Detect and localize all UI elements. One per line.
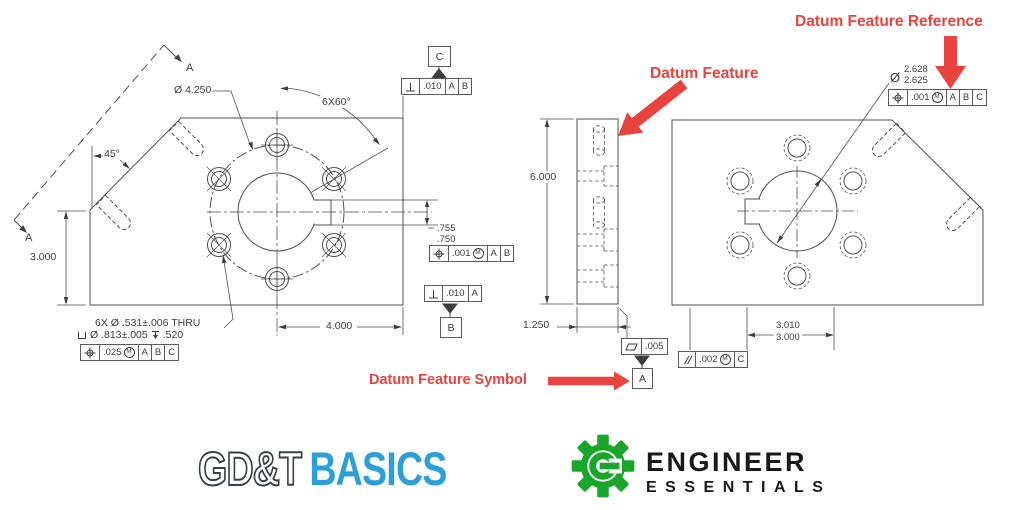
section-label-bottom: A (25, 232, 33, 244)
fcf-flatness: .005 (621, 338, 668, 355)
center-to-edge-dim: 4.000 (324, 320, 355, 332)
datum-flag-b: B (440, 317, 462, 338)
side-view-linework (540, 118, 631, 338)
depth-icon (151, 331, 159, 339)
annotation-arrows (548, 36, 966, 391)
mmc-modifier-icon: M (931, 92, 943, 103)
hole-angle-dim: 6X60° (320, 96, 353, 108)
position-icon (889, 90, 908, 105)
side-view-hidden-lines (577, 125, 618, 288)
back-chamfer-pins (872, 123, 980, 231)
symbol-arrow (548, 371, 630, 391)
mmc-modifier-icon: M (719, 354, 731, 365)
engineer-essentials-gear-icon (571, 434, 635, 498)
front-view-dimensions (57, 86, 434, 335)
hole-spacing-upper-dim: 3.010 (774, 320, 802, 331)
back-keyway (744, 198, 760, 225)
keyway-upper-dim: .755 (437, 223, 456, 234)
section-label-top: A (186, 62, 194, 74)
hole-spacing-lower-dim: 3.000 (774, 332, 802, 343)
datum-flag-a: A (632, 368, 653, 389)
bore-dia-symbol: Ø (890, 70, 901, 85)
reference-arrow (935, 36, 966, 89)
height-dim: 3.000 (30, 251, 57, 263)
chamfer-angle-dim: 45° (104, 148, 120, 160)
drawing-canvas (13, 36, 984, 391)
counterbore-icon (78, 331, 86, 339)
feature-arrow (618, 79, 688, 136)
gdt-logo-wordmark: GD&T (197, 442, 303, 495)
bore-dia-upper: 2.628 (904, 64, 928, 75)
side-height-dim: 6.000 (528, 171, 559, 183)
hole-callout-line2: Ø .813±.005 .520 (77, 329, 183, 341)
front-keyway (314, 199, 332, 226)
flatness-icon (622, 339, 642, 354)
position-icon (81, 345, 100, 360)
essentials-wordmark: ESSENTIALS (646, 479, 832, 497)
datum-flag-c: C (428, 46, 451, 67)
fcf-top-perpendicularity: .010 A B (401, 78, 473, 95)
perpendicularity-icon (402, 79, 420, 94)
datum-feature-symbol-label: Datum Feature Symbol (369, 372, 527, 388)
hole-callout-line1: 6X Ø .531±.006 THRU (95, 317, 201, 329)
mmc-modifier-icon: M (472, 248, 484, 259)
front-view-linework (89, 111, 438, 336)
back-view-linework (671, 82, 984, 350)
engineer-wordmark: ENGINEER (646, 447, 808, 477)
back-view-dimensions (689, 307, 835, 350)
bore-dia-lower: 2.625 (904, 75, 928, 86)
mmc-modifier-icon: M (123, 347, 135, 358)
position-icon (430, 246, 449, 261)
fcf-bottom-perpendicularity: .010 A (424, 285, 482, 302)
keyway-lower-dim: .750 (437, 234, 456, 245)
front-chamfer-pins (95, 120, 204, 230)
back-holes (726, 134, 867, 290)
engineer-essentials-logo: ENGINEER ESSENTIALS (646, 448, 831, 497)
side-view-dimensions (540, 118, 631, 338)
datum-feature-label: Datum Feature (650, 65, 759, 82)
side-thickness-dim: 1.250 (523, 319, 550, 331)
parallelism-icon (679, 352, 696, 367)
front-holes (206, 129, 347, 295)
datum-feature-reference-label: Datum Feature Reference (795, 13, 983, 30)
bolt-circle-dia-dim: Ø 4.250 (174, 84, 212, 96)
section-line-a-a (13, 44, 182, 233)
perpendicularity-icon (425, 286, 443, 301)
basics-logo-wordmark: BASICS (309, 442, 447, 495)
datum-triangles (430, 66, 651, 369)
